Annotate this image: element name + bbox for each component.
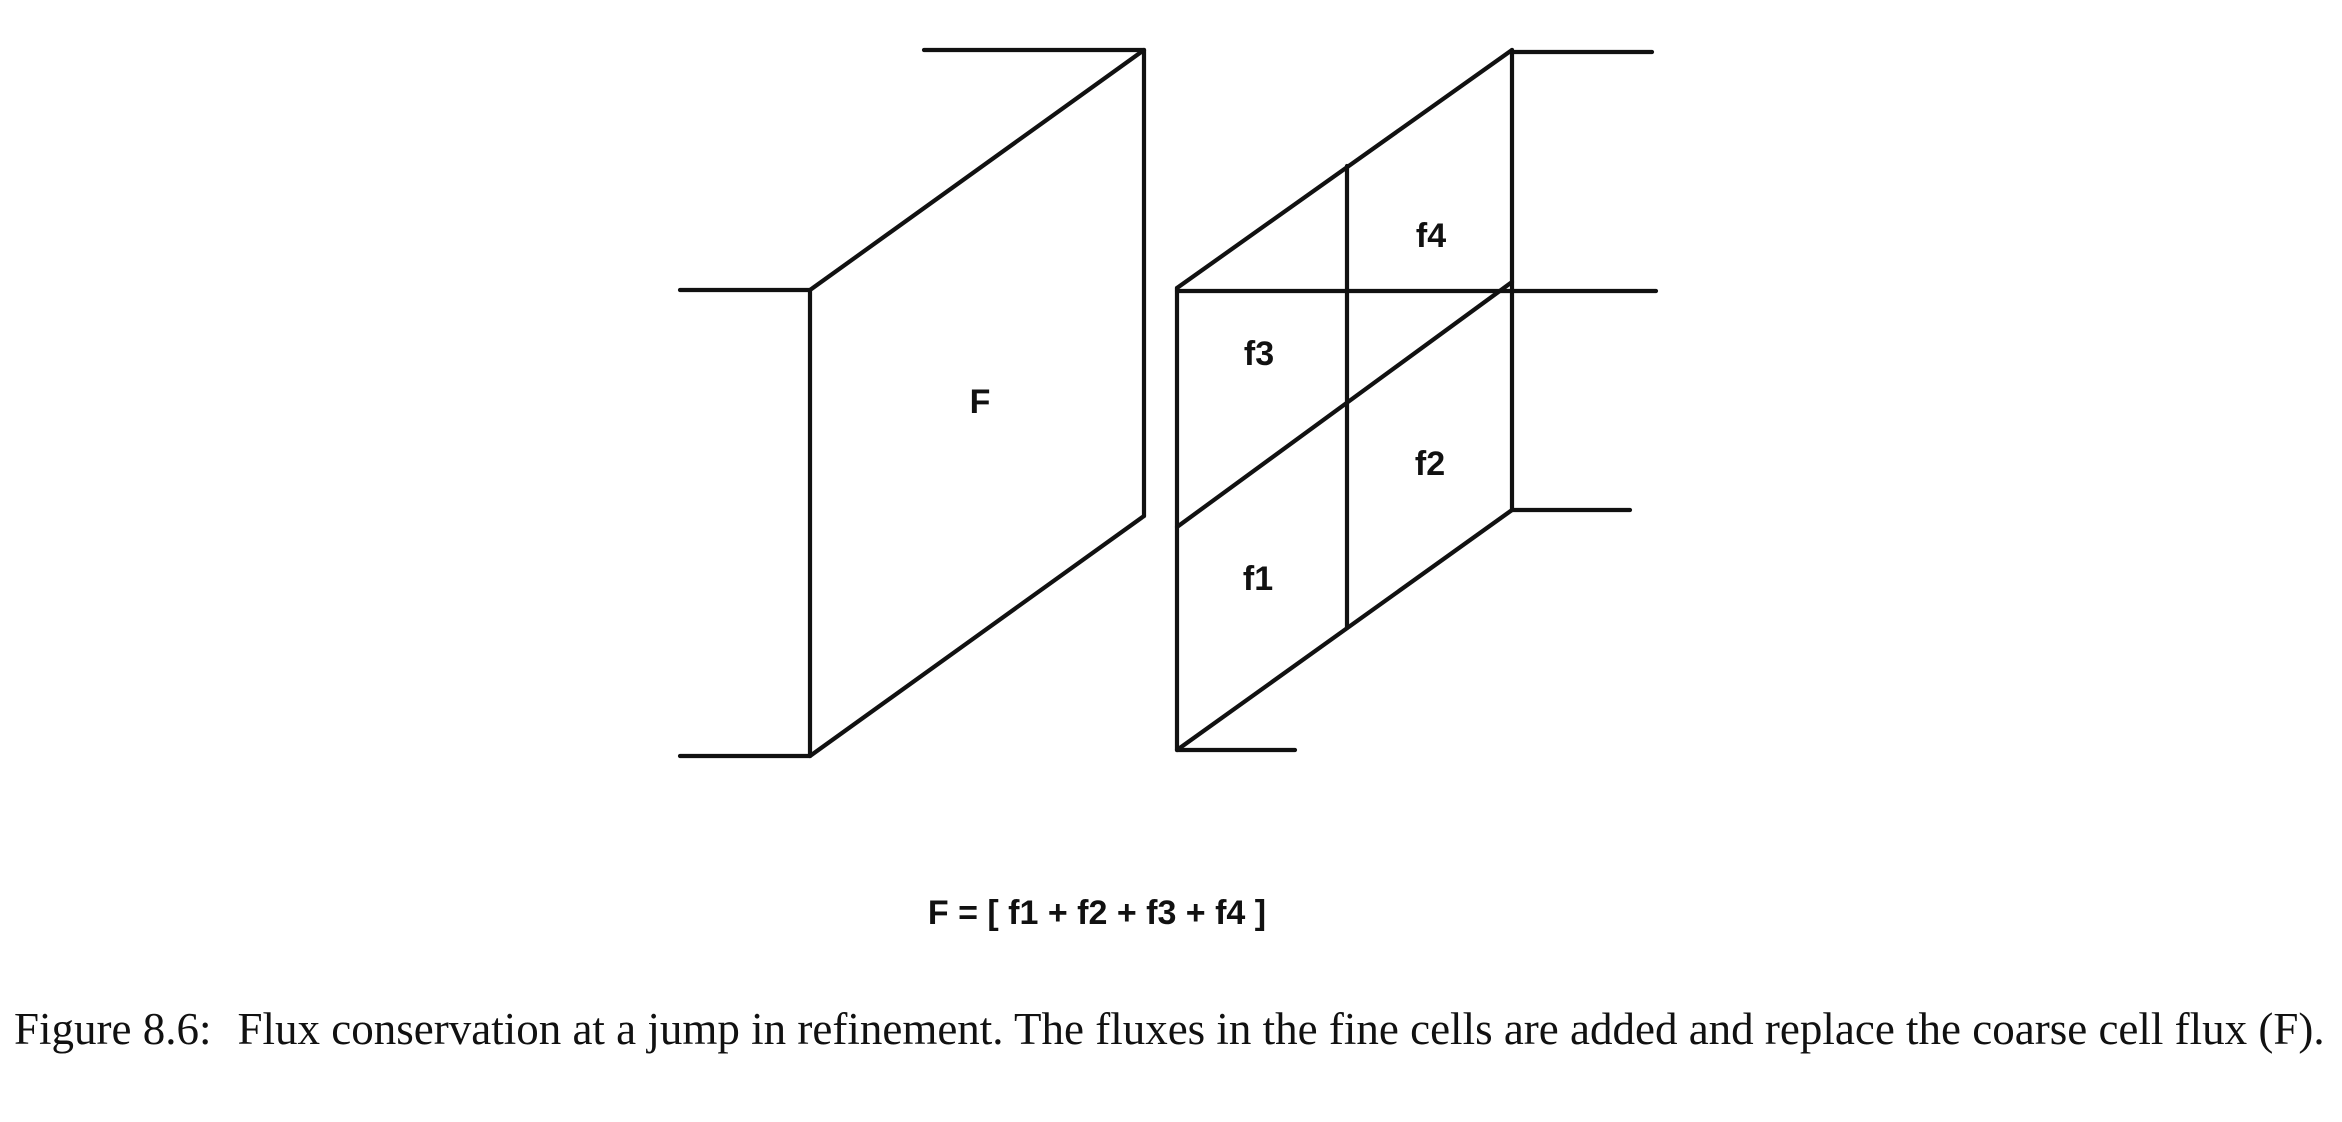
fine-face-top-edge <box>1174 47 1515 291</box>
fine-flux-label-f2: f2 <box>1415 445 1445 483</box>
fine-face-mid-diagonal <box>1174 279 1515 530</box>
flux-sum-equation: F = [ f1 + f2 + f3 + f4 ] <box>928 894 1266 932</box>
figure-caption: Figure 8.6: Flux conservation at a jump i… <box>14 1000 2329 1058</box>
coarse-cell-face <box>677 47 1147 759</box>
coarse-flux-label: F <box>970 383 991 421</box>
fine-cells-face <box>1174 47 1659 753</box>
fine-flux-label-f4: f4 <box>1416 217 1446 255</box>
fine-face-bottom-edge <box>1174 507 1515 753</box>
coarse-face-top-edge <box>807 47 1147 293</box>
figure-caption-label: Figure 8.6: <box>14 1004 212 1054</box>
figure-caption-text: Flux conservation at a jump in refinemen… <box>237 1004 2325 1054</box>
coarse-face-bottom-edge <box>807 513 1147 759</box>
fine-flux-label-f1: f1 <box>1243 560 1273 598</box>
fine-flux-label-f3: f3 <box>1244 335 1274 373</box>
